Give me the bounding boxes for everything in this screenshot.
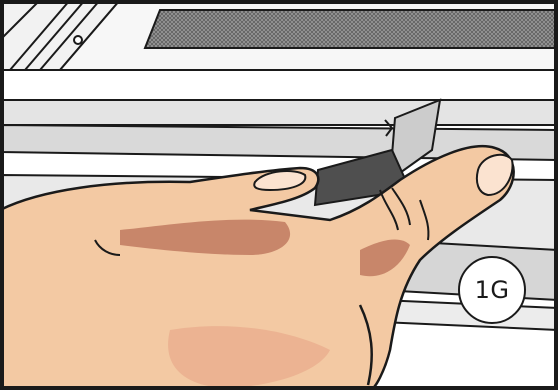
step-label-badge: 1G <box>458 256 526 324</box>
filter-mesh <box>145 10 558 48</box>
